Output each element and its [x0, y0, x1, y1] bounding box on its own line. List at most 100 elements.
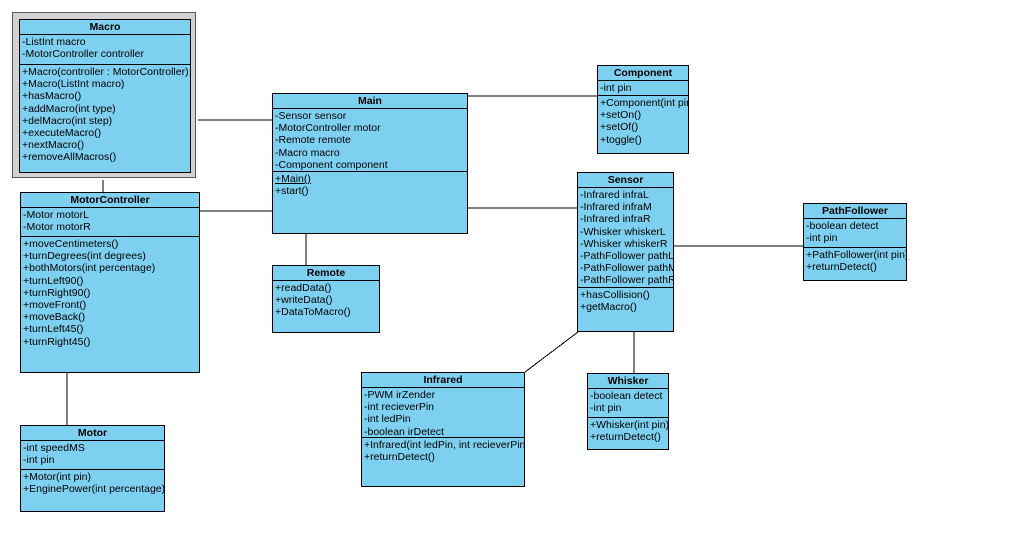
method-row: +turnLeft90() [23, 274, 84, 287]
class-component[interactable]: Component-int pin+Component(int pin)+set… [597, 65, 689, 154]
method-row: +readData() [275, 282, 332, 294]
class-pathfollower[interactable]: PathFollower-boolean detect-int pin+Path… [803, 203, 907, 281]
class-title: Motor [21, 426, 164, 441]
class-title: PathFollower [804, 204, 906, 219]
attribute-row: -int speedMS [23, 442, 85, 454]
class-title: Main [273, 94, 467, 109]
attribute-row: -boolean irDetect [364, 425, 444, 438]
method-row: +hasCollision() [580, 289, 650, 301]
methods-compartment: +Component(int pin)+setOn()+setOf()+togg… [598, 96, 688, 153]
connector-sensor-infrared[interactable] [524, 331, 579, 373]
methods-compartment: +moveCentimeters()+turnDegrees(int degre… [21, 237, 199, 372]
methods-compartment: +Macro(controller : MotorController)+Mac… [20, 65, 190, 172]
method-row: +turnRight90() [23, 286, 91, 299]
method-row: +getMacro() [580, 301, 637, 314]
class-main[interactable]: Main-Sensor sensor-MotorController motor… [272, 93, 468, 234]
attributes-compartment: -Sensor sensor-MotorController motor-Rem… [273, 109, 467, 172]
attributes-compartment: -int pin [598, 81, 688, 96]
method-row: +setOf() [600, 121, 639, 134]
class-title: Macro [20, 20, 190, 35]
method-row: +Component(int pin) [600, 97, 688, 109]
method-row: +Macro(controller : MotorController) [22, 66, 189, 78]
attribute-row: -Component component [275, 158, 388, 171]
class-infrared[interactable]: Infrared-PWM irZender-int recieverPin-in… [361, 372, 525, 487]
class-motor[interactable]: Motor-int speedMS-int pin +Motor(int pin)… [20, 425, 165, 512]
method-row: +turnLeft45() [23, 323, 84, 336]
attributes-compartment: -Motor motorL-Motor motorR [21, 208, 199, 237]
class-remote[interactable]: Remote+readData()+writeData()+DataToMacr… [272, 265, 380, 333]
attribute-row: -int pin [600, 82, 632, 94]
method-row: +turnRight45() [23, 335, 91, 348]
method-row: +returnDetect() [590, 431, 661, 444]
attribute-row: -Infrared infraR [580, 213, 651, 226]
method-row: +addMacro(int type) [22, 102, 116, 115]
method-row: +EnginePower(int percentage) [23, 483, 164, 496]
method-row: +turnDegrees(int degrees) [23, 250, 146, 263]
attributes-compartment: -PWM irZender-int recieverPin-int ledPin… [362, 388, 524, 438]
attributes-compartment: -ListInt macro-MotorController controlle… [20, 35, 190, 65]
attribute-row: -MotorController controller [22, 48, 144, 61]
attribute-row: -PathFollower pathR [580, 274, 673, 287]
attribute-row: -ListInt macro [22, 36, 86, 48]
method-row: +start() [275, 185, 309, 198]
method-row: +Whisker(int pin) [590, 419, 668, 431]
attribute-row: -Infrared infraM [580, 201, 652, 214]
method-row: +executeMacro() [22, 127, 102, 140]
method-row: +writeData() [275, 294, 333, 307]
methods-compartment: +Motor(int pin)+EnginePower(int percenta… [21, 470, 164, 511]
method-row: +delMacro(int step) [22, 114, 113, 127]
method-row: +moveFront() [23, 299, 87, 312]
class-title: MotorController [21, 193, 199, 208]
attribute-row: -int recieverPin [364, 401, 435, 414]
class-whisker[interactable]: Whisker-boolean detect-int pin+Whisker(i… [587, 373, 669, 450]
methods-compartment: +PathFollower(int pin)+returnDetect() [804, 248, 906, 280]
attribute-row: -int pin [23, 454, 55, 467]
class-title: Sensor [578, 173, 673, 188]
class-title: Whisker [588, 374, 668, 389]
methods-compartment: +Main()+start() [273, 172, 467, 233]
attributes-compartment: -boolean detect-int pin [588, 389, 668, 418]
class-motorcontroller[interactable]: MotorController-Motor motorL-Motor motor… [20, 192, 200, 373]
method-row: +setOn() [600, 109, 642, 122]
attribute-row: -Macro macro [275, 146, 340, 159]
attribute-row: -boolean detect [590, 390, 663, 402]
attribute-row: -MotorController motor [275, 122, 381, 135]
class-macro[interactable]: Macro-ListInt macro-MotorController cont… [19, 19, 191, 173]
attribute-row: -Whisker whiskerL [580, 225, 666, 238]
class-title: Component [598, 66, 688, 81]
method-row: +Macro(ListInt macro) [22, 78, 125, 91]
methods-compartment: +Infrared(int ledPin, int recieverPin)+r… [362, 438, 524, 486]
methods-compartment: +Whisker(int pin)+returnDetect() [588, 418, 668, 449]
method-row: +nextMacro() [22, 139, 85, 152]
class-title: Infrared [362, 373, 524, 388]
method-row: +DataToMacro() [275, 306, 351, 319]
attribute-row: -boolean detect [806, 220, 879, 232]
class-sensor[interactable]: Sensor-Infrared infraL-Infrared infraM-I… [577, 172, 674, 332]
method-row: +moveCentimeters() [23, 238, 119, 250]
method-row: +Main() [275, 173, 311, 185]
method-row: +Motor(int pin) [23, 471, 91, 483]
methods-compartment: +hasCollision()+getMacro() [578, 288, 673, 331]
methods-compartment: +readData()+writeData()+DataToMacro() [273, 281, 379, 332]
method-row: +toggle() [600, 133, 642, 146]
attribute-row: -Motor motorR [23, 221, 91, 234]
method-row: +Infrared(int ledPin, int recieverPin) [364, 439, 524, 451]
method-row: +hasMacro() [22, 90, 82, 103]
attribute-row: -PathFollower pathM [580, 262, 673, 275]
attribute-row: -Sensor sensor [275, 110, 347, 122]
attribute-row: -int pin [806, 232, 838, 245]
method-row: +removeAllMacros() [22, 151, 117, 164]
attributes-compartment: -boolean detect-int pin [804, 219, 906, 248]
class-title: Remote [273, 266, 379, 281]
attribute-row: -PWM irZender [364, 389, 436, 401]
attribute-row: -int ledPin [364, 413, 411, 426]
method-row: +returnDetect() [806, 261, 877, 274]
method-row: +returnDetect() [364, 451, 435, 464]
attribute-row: -PathFollower pathL [580, 250, 673, 263]
attribute-row: -Motor motorL [23, 209, 89, 221]
attribute-row: -int pin [590, 402, 622, 415]
method-row: +moveBack() [23, 311, 86, 324]
attribute-row: -Remote remote [275, 134, 351, 147]
